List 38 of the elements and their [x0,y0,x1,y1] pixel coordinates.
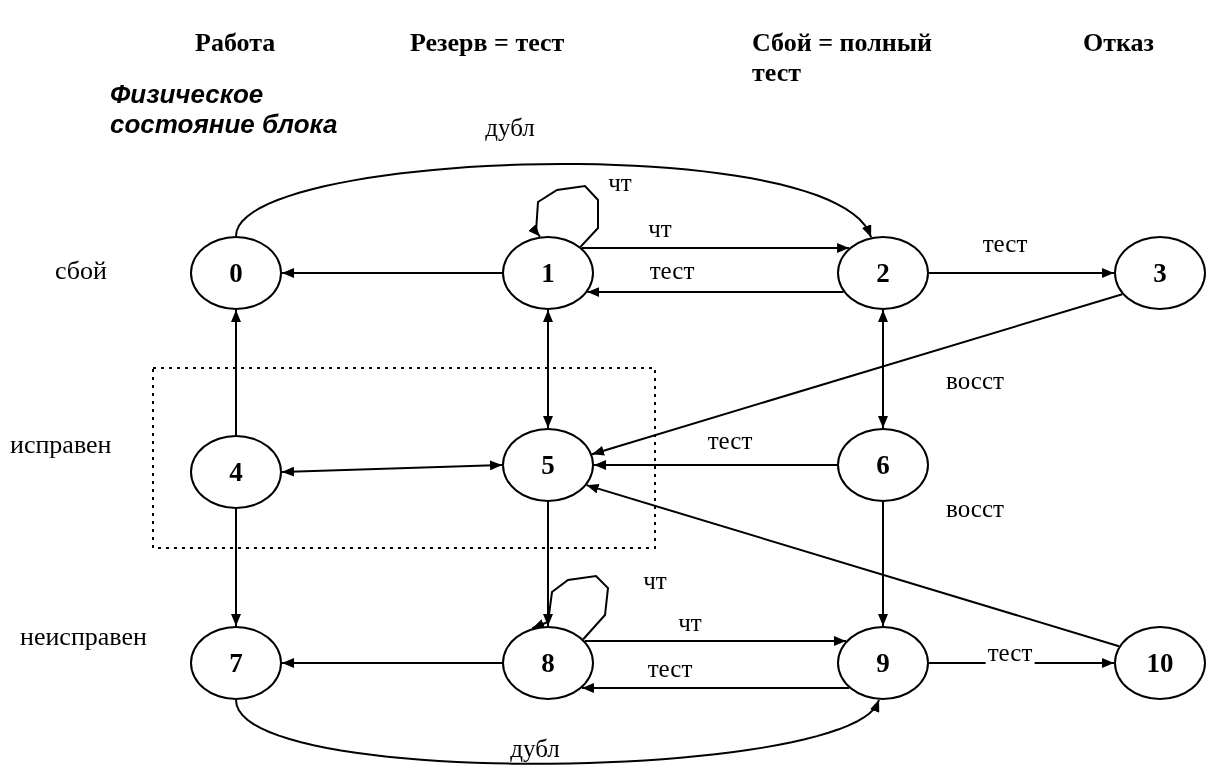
arrow [586,287,845,298]
edge-label: дубл [508,735,562,761]
arrow [231,508,241,627]
state-number: 6 [876,451,890,479]
arrow [878,501,888,627]
state-number: 8 [541,649,555,677]
column-heading: Резерв = тест [410,28,565,58]
arrow [543,309,553,429]
state-number: 5 [541,451,555,479]
state-number: 0 [229,259,243,287]
arrow [878,309,888,429]
row-label: сбой [55,256,107,286]
state-number: 3 [1153,259,1167,287]
state-number: 1 [541,259,555,287]
row-label: неисправен [20,622,147,652]
row-axis-title: Физическое состояние блока [110,80,339,140]
column-heading: Отказ [1083,28,1155,58]
column-heading: Работа [195,28,276,58]
arrow [585,483,1120,648]
arrow [235,698,880,765]
arrow [235,163,873,239]
state-number: 10 [1146,649,1174,677]
arrow [281,658,503,668]
self-loop-arrow [531,574,610,641]
self-loop-arrow [528,184,599,248]
column-heading: Сбой = полный тест [752,28,934,88]
arrow [543,501,553,627]
state-number: 4 [229,458,243,486]
arrow [231,309,241,436]
arrow [281,460,503,477]
arrow [593,460,838,470]
state-number: 9 [876,649,890,677]
row-label: исправен [10,430,112,460]
edge-label: дубл [483,114,537,140]
arrow [928,268,1115,278]
state-number: 2 [876,259,890,287]
arrow [281,268,503,278]
state-number: 7 [229,649,243,677]
